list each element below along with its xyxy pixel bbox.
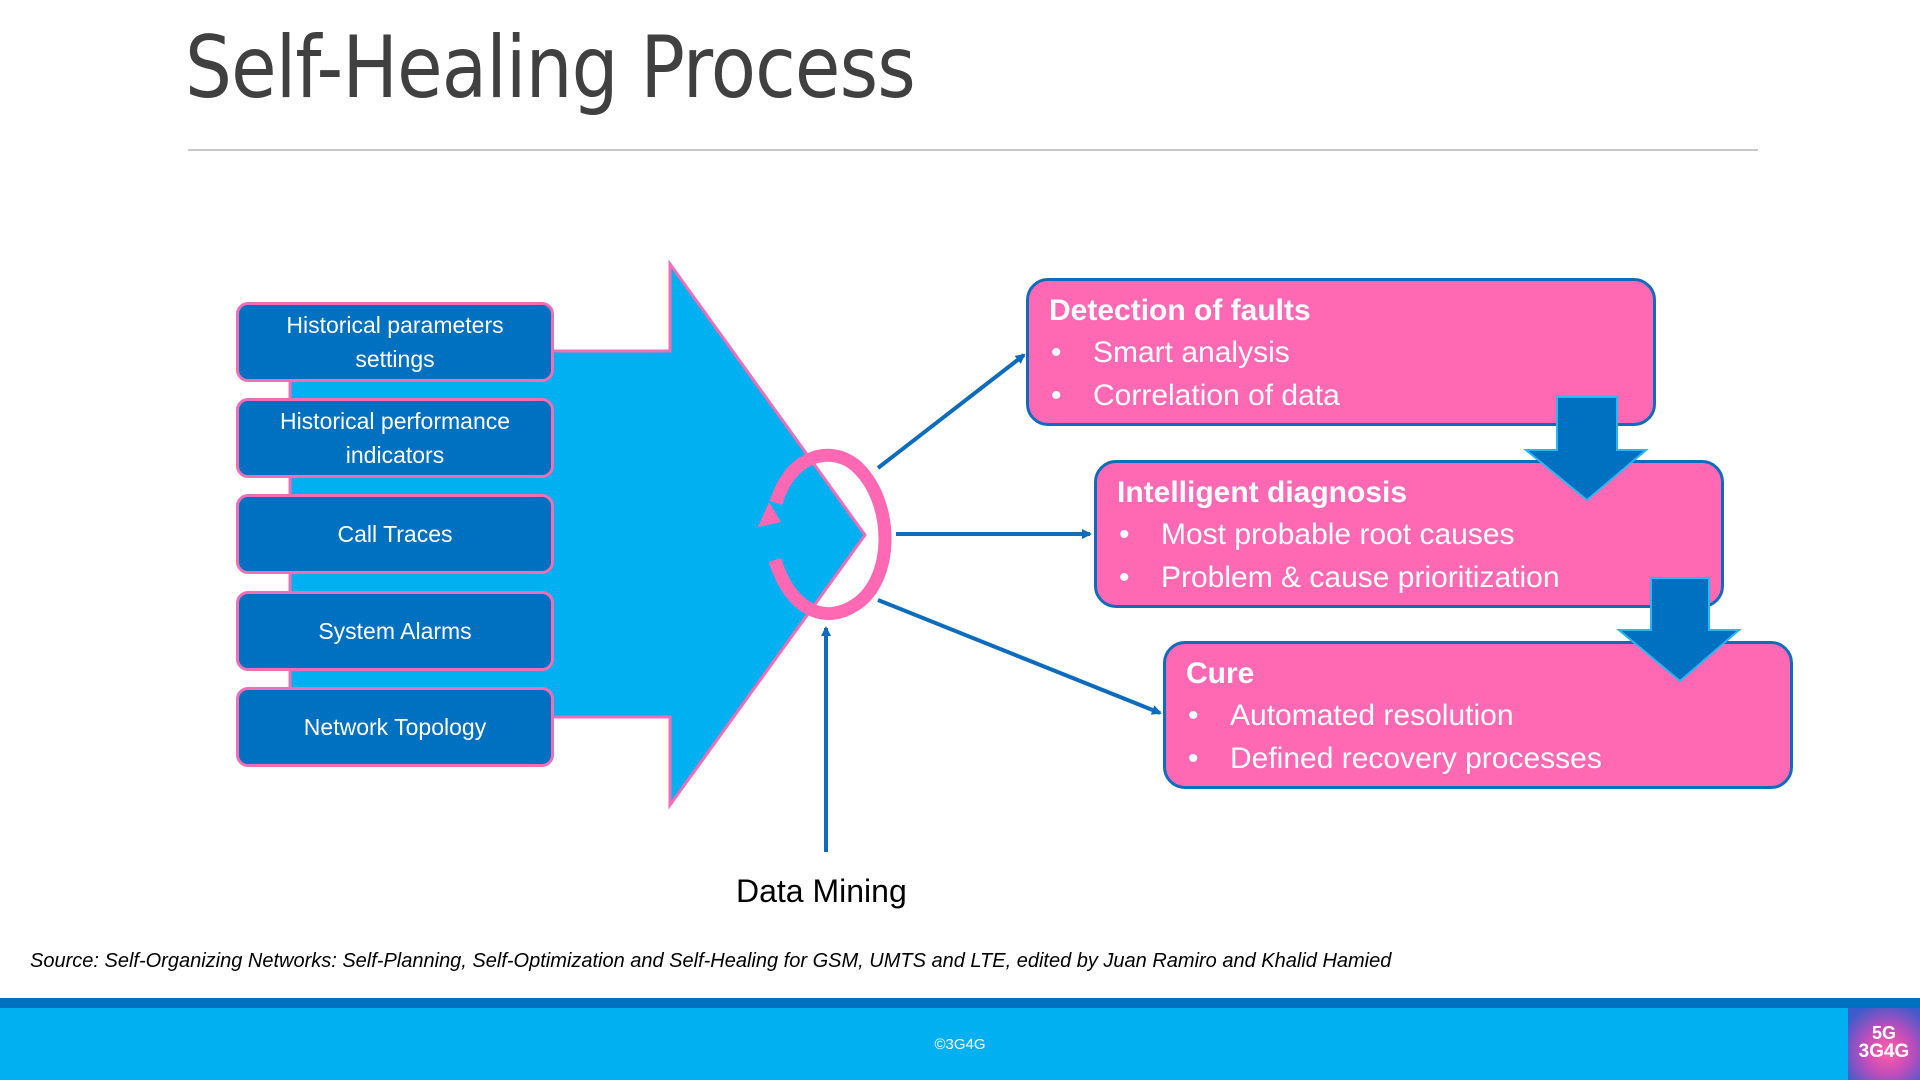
arrow-to-detection [876,353,1026,470]
input-call-traces: Call Traces [236,494,554,574]
input-system-alarms: System Alarms [236,591,554,671]
stage-bullet: • Most probable root causes [1117,513,1701,556]
arrow-to-cure [877,598,1162,715]
source-citation: Source: Self-Organizing Networks: Self-P… [30,950,1392,972]
stage-bullet: • Correlation of data [1049,374,1633,417]
stage-detection: Detection of faults • Smart analysis • Cor… [1026,278,1656,426]
brand-logo: 5G 3G4G [1848,1008,1920,1080]
input-historical-parameters: Historical parameters settings [236,302,554,382]
stage-bullet: • Automated resolution [1186,694,1770,737]
stage-diagnosis: Intelligent diagnosis • Most probable roo… [1094,460,1724,608]
footer-bar [0,1008,1920,1080]
input-historical-performance: Historical performance indicators [236,398,554,478]
stage-heading: Intelligent diagnosis [1117,476,1408,509]
stage-bullet-text: Automated resolution [1230,699,1514,732]
stage-bullet: • Defined recovery processes [1186,737,1770,780]
stage-bullet-text: Problem & cause prioritization [1161,561,1560,594]
refresh-cycle-icon [758,448,892,620]
footer-strip [0,998,1920,1008]
input-network-topology: Network Topology [236,687,554,767]
slide-title: Self-Healing Process [185,18,916,118]
stage-bullet: • Problem & cause prioritization [1117,556,1701,599]
stage-bullet-text: Defined recovery processes [1230,742,1602,775]
stage-bullet-text: Smart analysis [1093,336,1290,369]
bullet-icon: • [1119,561,1130,594]
stage-heading: Cure [1186,657,1255,690]
bullet-icon: • [1188,699,1199,732]
bullet-icon: • [1188,742,1199,775]
logo-5g-text: 5G [1871,1023,1896,1043]
stage-bullet: • Smart analysis [1049,331,1633,374]
bullet-icon: • [1119,518,1130,551]
bullet-icon: • [1051,379,1062,412]
data-mining-label: Data Mining [736,873,907,909]
logo-3g4g-text: 3G4G [1858,1041,1910,1062]
copyright-text: ©3G4G [934,1036,986,1053]
bullet-icon: • [1051,336,1062,369]
title-divider [188,149,1758,151]
stage-heading: Detection of faults [1049,294,1311,327]
stage-bullet-text: Most probable root causes [1161,518,1515,551]
stage-bullet-text: Correlation of data [1093,379,1340,412]
stage-cure: Cure • Automated resolution • Defined reco… [1163,641,1793,789]
